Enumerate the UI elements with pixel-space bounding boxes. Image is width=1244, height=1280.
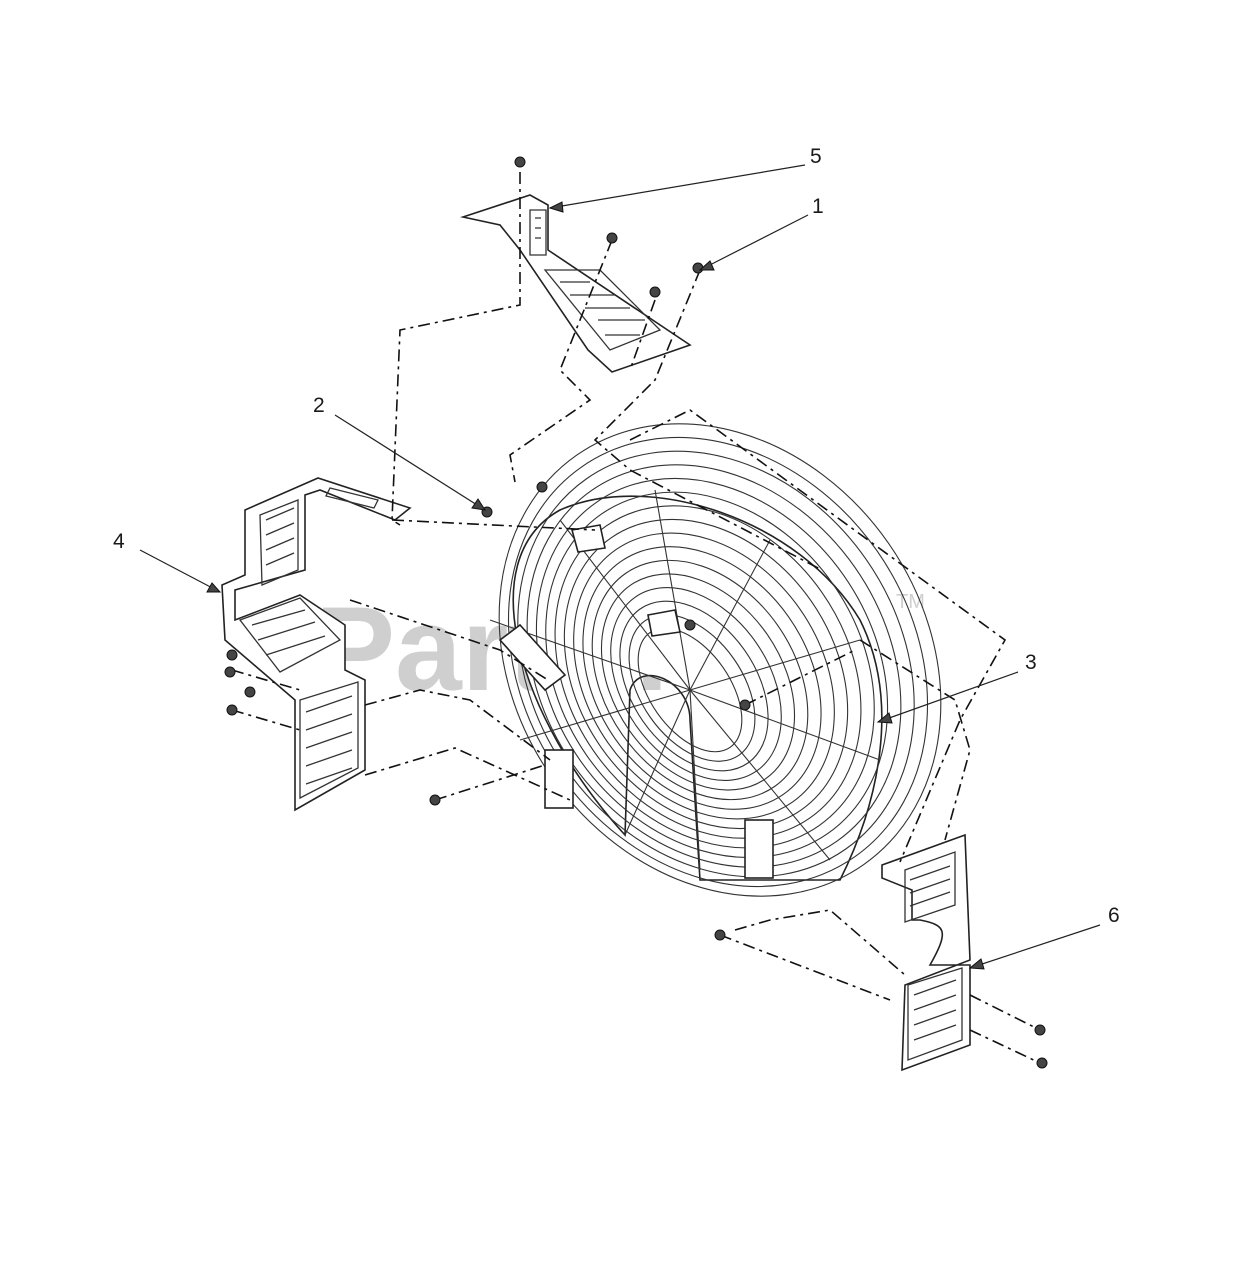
leader-5 [549, 164, 806, 209]
guard-ring [600, 573, 796, 791]
guard-ring [637, 627, 743, 753]
callout-3: 3 [1025, 651, 1037, 674]
guard-tab-top [570, 524, 606, 553]
guard-ring [535, 477, 889, 859]
top-shroud [459, 194, 692, 373]
bolt-icon [649, 286, 661, 298]
guard-bracket-right [744, 819, 774, 879]
bolt-icon [1034, 1024, 1046, 1036]
right-shroud [881, 833, 971, 1072]
bolt-icon [226, 704, 238, 716]
bolt-icon [684, 619, 696, 631]
guard-ring [554, 505, 862, 839]
leader-4 [139, 549, 221, 593]
left-shroud [221, 477, 412, 812]
callout-2: 2 [313, 394, 325, 417]
bolt-icon [244, 686, 256, 698]
top-shroud-vents [529, 209, 662, 351]
guard-spoke [689, 689, 701, 871]
guard-ring [545, 491, 875, 849]
bolt-icon [714, 929, 726, 941]
leader-2 [334, 414, 486, 511]
fasteners [224, 156, 1048, 1069]
callout-5: 5 [810, 145, 822, 168]
left-shroud-vents [238, 487, 379, 800]
guard-ring [573, 532, 835, 820]
leader-3 [877, 671, 1019, 723]
guard-tab-center [647, 609, 681, 637]
guard-ring [619, 600, 769, 772]
leader-1 [699, 214, 809, 271]
guard-tab-left [498, 623, 567, 692]
guard-spoke [689, 639, 861, 691]
bolt-icon [224, 666, 236, 678]
bolt-icon [1036, 1057, 1048, 1069]
guard-spoke [689, 539, 771, 691]
bolt-icon [739, 699, 751, 711]
right-shroud-vents [904, 851, 963, 1061]
bolt-icon [514, 156, 526, 168]
callout-labels: 5 1 2 4 3 6 [113, 145, 1120, 927]
guard-spoke [654, 489, 691, 691]
callout-4: 4 [113, 530, 125, 553]
guard-ring [582, 546, 822, 810]
bolt-icon [606, 232, 618, 244]
guard-spoke [689, 689, 881, 761]
callout-leaders [139, 164, 1101, 970]
guard-spoke [624, 689, 691, 836]
bolt-icon [429, 794, 441, 806]
callout-1: 1 [812, 195, 824, 218]
leader-6 [969, 924, 1101, 969]
guard-spoke [519, 689, 691, 741]
bolt-icon [226, 649, 238, 661]
guard-ring [563, 518, 849, 830]
bolt-icon [536, 481, 548, 493]
assembly-lines [231, 172, 1041, 1064]
guard-ring [591, 559, 809, 801]
guard-spoke [689, 689, 831, 861]
callout-6: 6 [1108, 904, 1120, 927]
guard-ring [628, 614, 756, 762]
